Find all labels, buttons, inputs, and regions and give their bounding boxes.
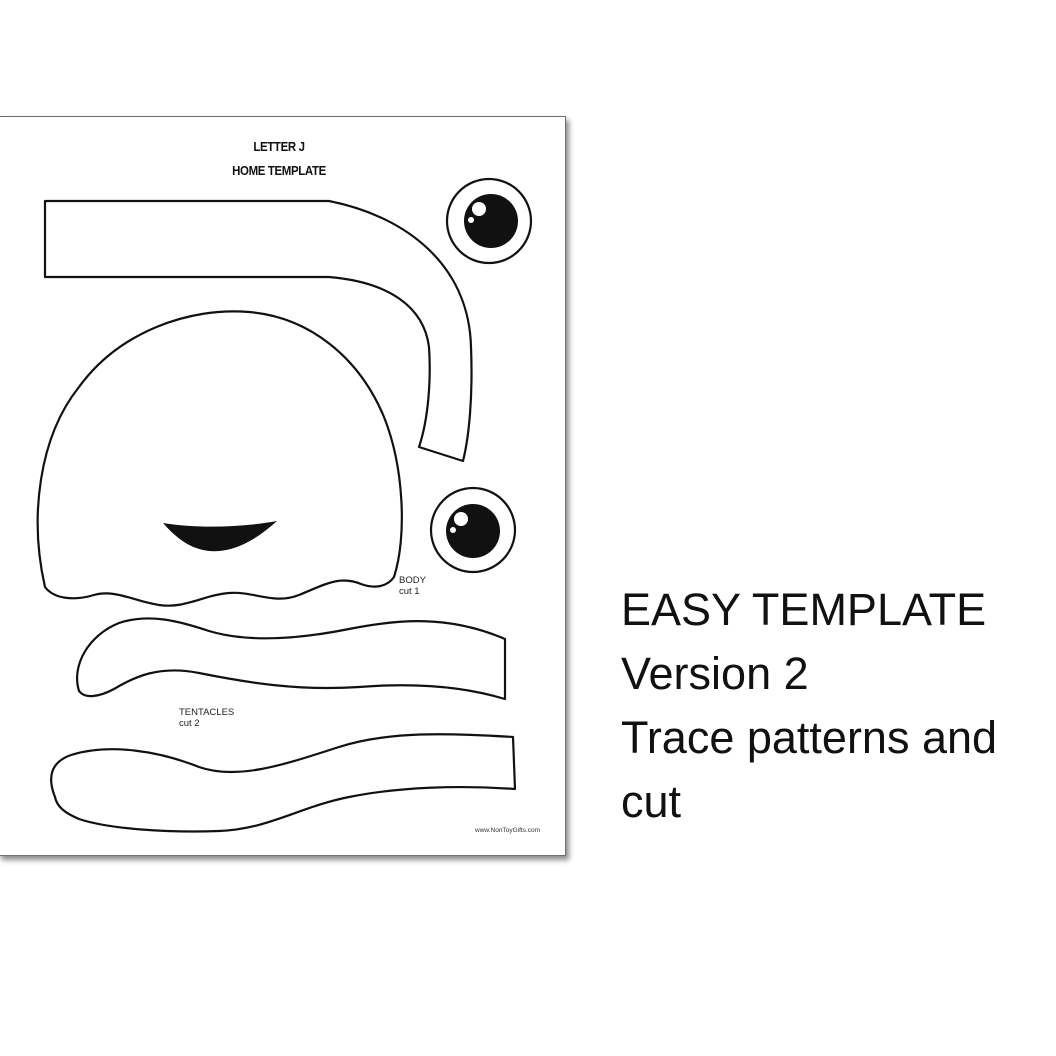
- instruction-caption: EASY TEMPLATE Version 2 Trace patterns a…: [621, 578, 1051, 834]
- letter-j-hook-piece: [43, 199, 473, 463]
- body-label-count: cut 1: [399, 586, 420, 597]
- body-label: BODY cut 1: [399, 575, 426, 597]
- eye-bottom: [429, 486, 517, 574]
- tentacles-label-name: TENTACLES: [179, 707, 235, 718]
- tentacles-label-count: cut 2: [179, 718, 200, 729]
- caption-line-2: Version 2: [621, 648, 809, 699]
- sheet-title-letter: LETTER J: [253, 139, 305, 154]
- caption-line-4: cut: [621, 776, 682, 827]
- tentacle-piece-2: [50, 733, 517, 833]
- body-label-name: BODY: [399, 575, 426, 586]
- caption-line-1: EASY TEMPLATE: [621, 584, 987, 635]
- body-piece: [36, 310, 403, 607]
- tentacle-piece-1: [76, 617, 507, 701]
- eye-top: [445, 177, 533, 265]
- mouth-shape: [163, 521, 277, 552]
- template-artwork: [36, 177, 533, 833]
- sheet-title-home-template: HOME TEMPLATE: [232, 163, 326, 178]
- caption-line-3: Trace patterns and: [621, 712, 998, 763]
- footer-url: www.NonToyGifts.com: [475, 827, 541, 834]
- template-sheet: LETTER J HOME TEMPLATE: [0, 116, 566, 856]
- tentacles-label: TENTACLES cut 2: [179, 707, 234, 729]
